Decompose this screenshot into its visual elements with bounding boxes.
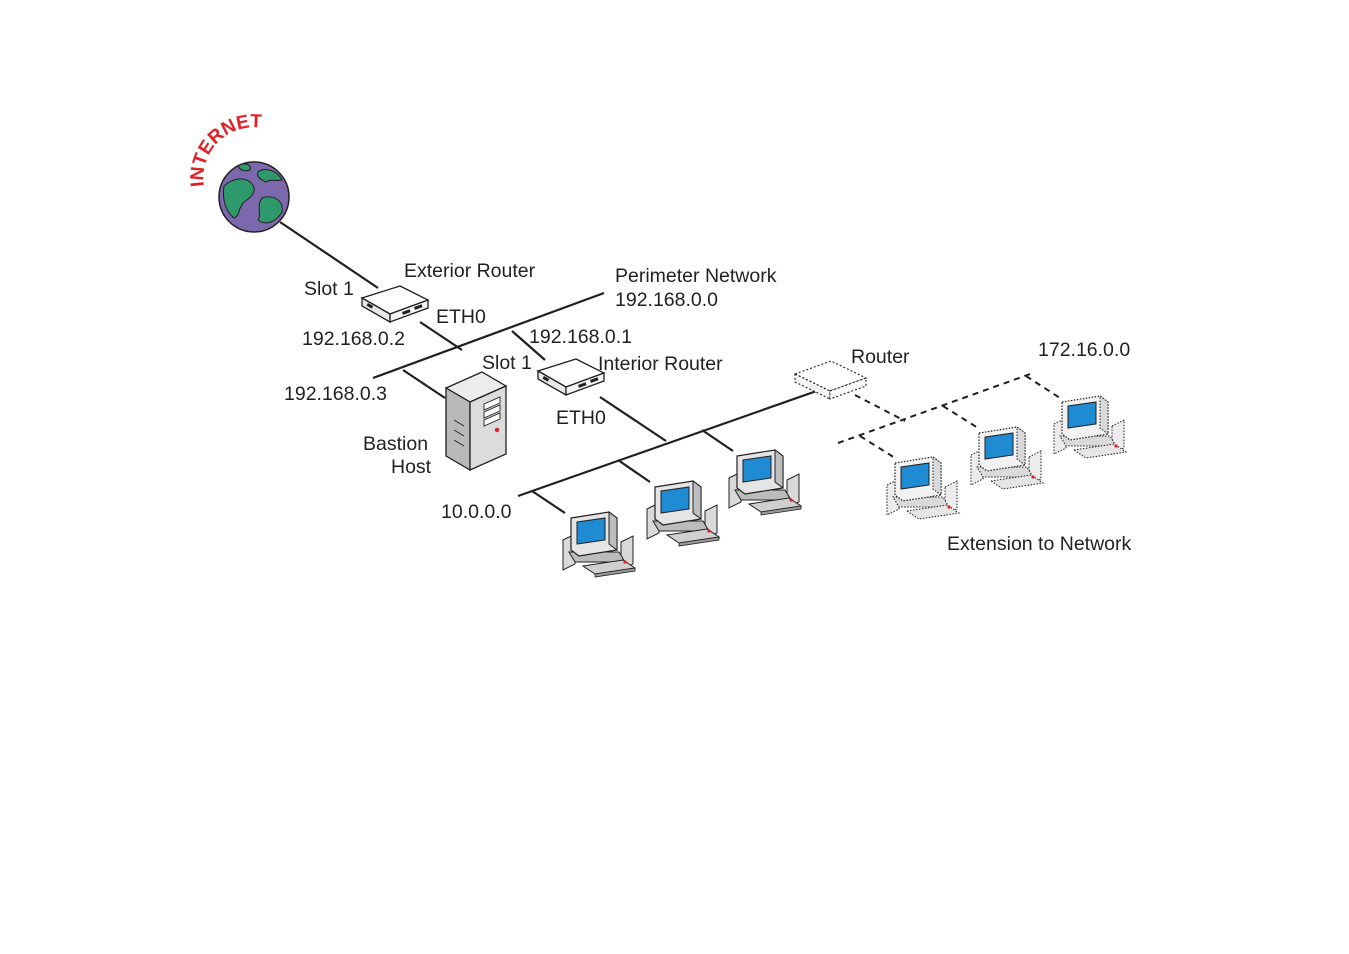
pc2-link <box>617 459 651 483</box>
interior-router-label: Interior Router <box>598 353 723 375</box>
pc3-link <box>701 429 734 452</box>
exterior-to-perimeter-link <box>419 321 463 351</box>
exterior-router-icon <box>361 285 429 323</box>
perimeter-network-line <box>372 291 605 380</box>
extension-workstation-1-icon <box>886 456 960 520</box>
exterior-ip-label: 192.168.0.2 <box>302 328 405 350</box>
interior-eth-label: ETH0 <box>556 407 606 429</box>
extension-ip-label: 172.16.0.0 <box>1038 339 1130 361</box>
workstation-2-icon <box>646 480 720 547</box>
ext-pc3-link <box>1025 375 1061 399</box>
bastion-label-line2: Host <box>391 456 432 478</box>
internal-network-ip-label: 10.0.0.0 <box>441 501 512 523</box>
interior-to-lan-link <box>599 396 667 442</box>
perimeter-ip-label: 192.168.0.0 <box>615 289 718 311</box>
interior-router-icon <box>537 358 605 396</box>
extension-network-line <box>837 372 1034 444</box>
workstation-3-icon <box>728 449 802 516</box>
bastion-label-line1: Bastion <box>363 433 428 455</box>
ext-pc1-link <box>859 435 896 459</box>
exterior-slot-label: Slot 1 <box>304 278 354 300</box>
exterior-eth-label: ETH0 <box>436 306 486 328</box>
bastion-ip-label: 192.168.0.3 <box>284 383 387 405</box>
internet-link <box>279 221 379 289</box>
extension-router-label: Router <box>851 346 910 368</box>
exterior-router-label: Exterior Router <box>404 260 536 282</box>
internet-globe-icon <box>218 161 290 233</box>
workstation-1-icon <box>562 511 636 578</box>
internal-network-line <box>517 385 829 498</box>
extension-network-label: Extension to Network <box>947 533 1132 555</box>
extension-workstation-2-icon <box>970 426 1044 490</box>
extension-router-link <box>854 394 906 422</box>
ext-pc2-link <box>942 405 979 429</box>
perimeter-to-interior-link <box>511 330 546 361</box>
interior-slot-label: Slot 1 <box>482 352 532 374</box>
perimeter-network-label: Perimeter Network <box>615 265 777 287</box>
bastion-link <box>402 369 446 399</box>
bastion-server-icon <box>444 371 508 472</box>
interior-ip-label: 192.168.0.1 <box>529 326 632 348</box>
extension-workstation-3-icon <box>1053 395 1127 459</box>
pc1-link <box>531 490 566 514</box>
extension-router-icon <box>793 360 868 400</box>
